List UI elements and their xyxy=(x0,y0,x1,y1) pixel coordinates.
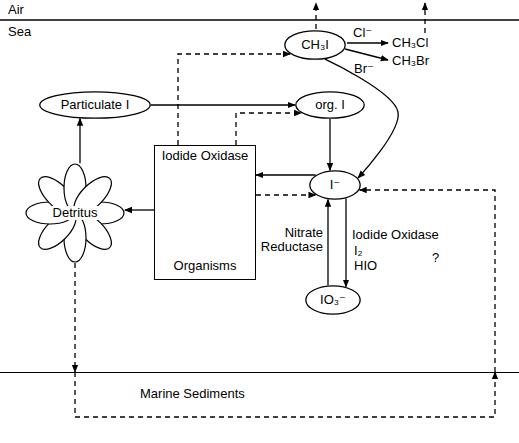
reagent-label: Br⁻ xyxy=(354,62,374,76)
flow-arrow xyxy=(329,119,330,170)
flow-arrow xyxy=(256,174,316,175)
reaction-arrow xyxy=(345,49,388,60)
node-text: Particulate I xyxy=(61,98,130,112)
ellipse-border xyxy=(285,31,345,59)
connector-group xyxy=(75,54,495,372)
ellipse-border xyxy=(296,92,364,118)
species-label: HIO xyxy=(354,259,377,273)
species-ellipse: org. I xyxy=(295,91,365,119)
enzyme-label: Nitrate Reductase xyxy=(257,226,323,254)
species-label: I₂ xyxy=(354,244,363,258)
node-text: Marine Sediments xyxy=(140,387,245,401)
reagent-label: Cl⁻ xyxy=(353,26,372,40)
flow-arrow xyxy=(178,54,290,145)
node-text: Organisms xyxy=(174,259,237,273)
node-text: CH₃I xyxy=(301,38,329,52)
enzyme-label: Iodide Oxidase xyxy=(352,228,439,242)
species-ellipse: Particulate I xyxy=(39,91,151,119)
product-label: CH₃Br xyxy=(392,54,429,68)
evasion-arrow xyxy=(315,3,316,29)
species-ellipse: CH₃I xyxy=(284,30,346,60)
flow-arrow xyxy=(79,118,80,163)
flow-arrow xyxy=(236,113,301,145)
sediment-loop xyxy=(75,372,495,417)
organisms-box: Organisms xyxy=(154,145,256,280)
node-text: I⁻ xyxy=(330,178,340,192)
query-mark: ? xyxy=(432,251,439,265)
species-ellipse: IO₃⁻ xyxy=(305,285,361,315)
region-label: Air xyxy=(8,3,24,17)
node-text: org. I xyxy=(315,98,345,112)
species-ellipse: I⁻ xyxy=(309,170,361,200)
enzyme-label: Iodide Oxidase xyxy=(162,149,249,163)
flow-arrow xyxy=(327,199,328,285)
ellipse-border xyxy=(306,286,360,314)
flow-arrow xyxy=(256,194,316,195)
reaction-arrow xyxy=(347,42,388,43)
flow-arrow xyxy=(151,104,295,105)
node-text: Detritus xyxy=(51,206,100,220)
sediment-band: Marine Sediments xyxy=(0,372,519,415)
evasion-arrow xyxy=(424,3,425,33)
flow-arrow xyxy=(360,190,495,372)
detritus-flower: Detritus xyxy=(25,163,125,263)
flow-arrow xyxy=(74,263,75,372)
region-label: Sea xyxy=(8,25,31,39)
ellipse-border xyxy=(40,92,150,118)
flow-arrow xyxy=(125,209,154,210)
node-text: IO₃⁻ xyxy=(320,293,346,307)
flow-arrow xyxy=(345,199,346,287)
ellipse-border xyxy=(310,171,360,199)
air-sea-line xyxy=(0,19,519,21)
product-label: CH₃Cl xyxy=(392,36,428,50)
